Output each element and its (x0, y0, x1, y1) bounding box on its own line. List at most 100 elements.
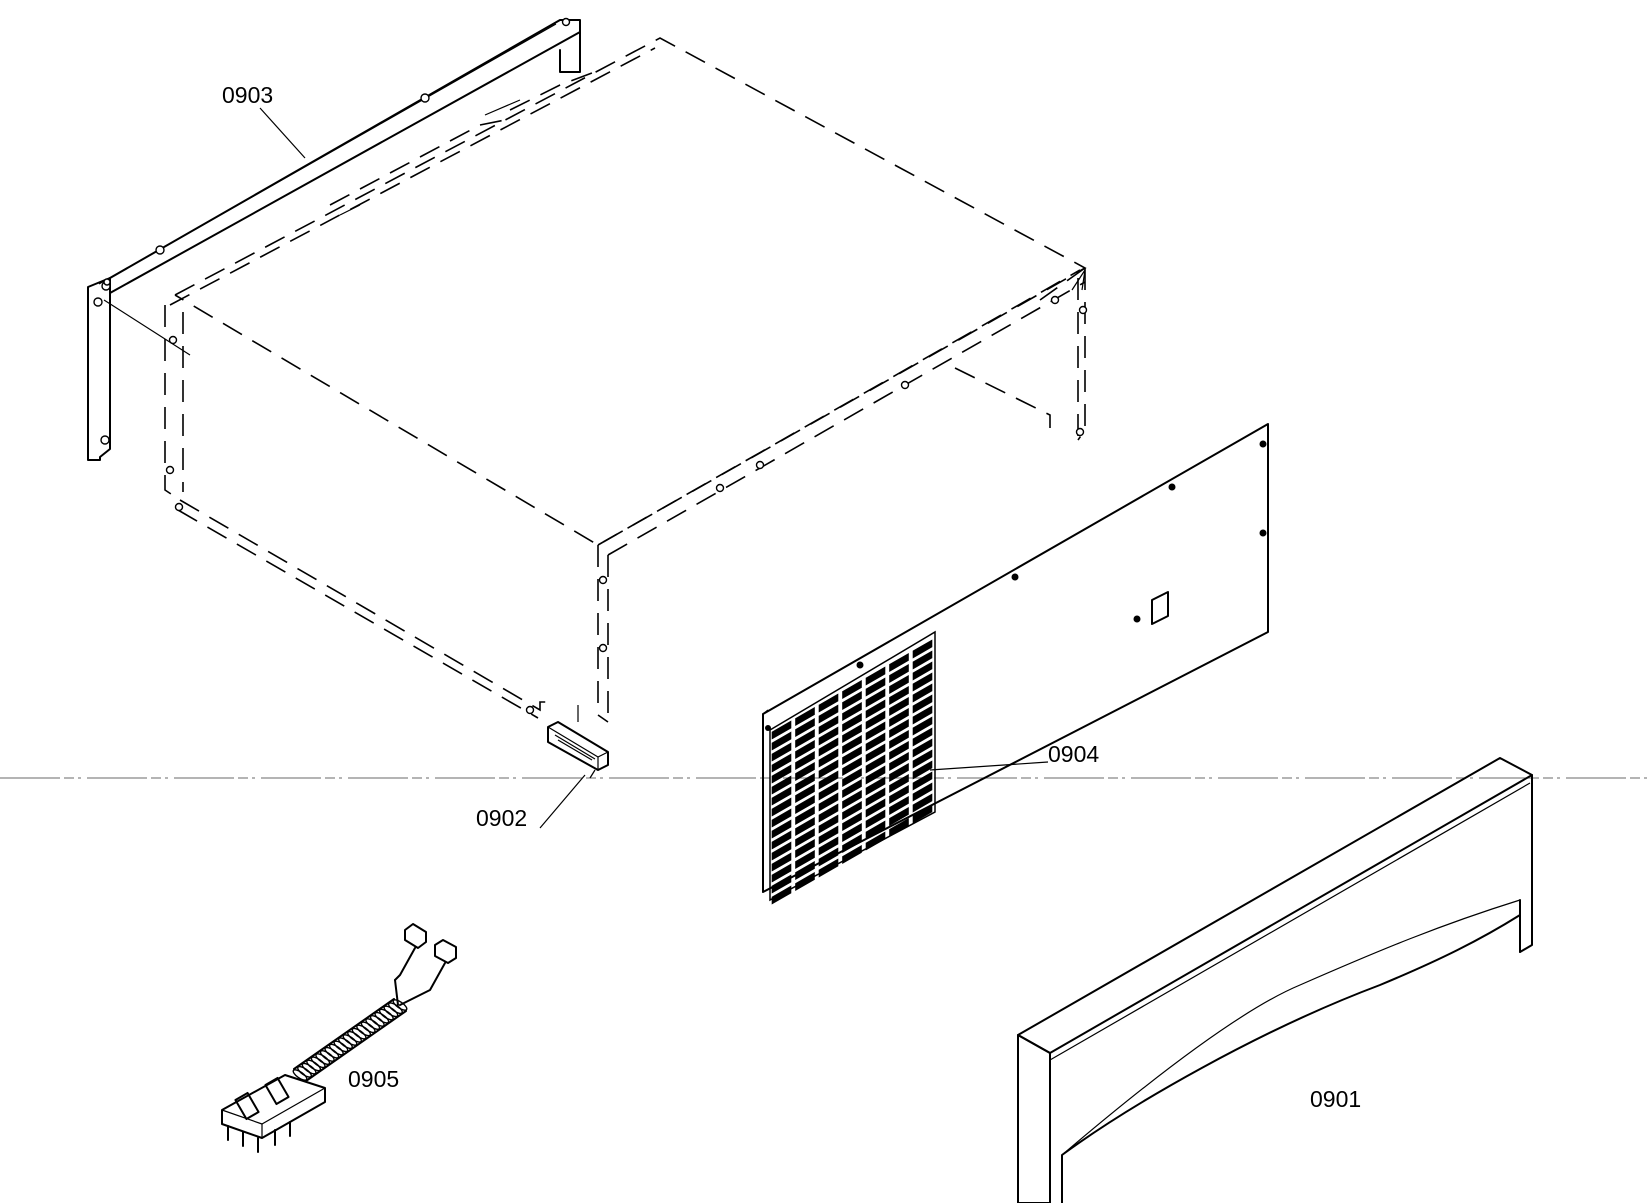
grille-slot (889, 674, 909, 694)
grille-slot (889, 663, 909, 683)
grille-slot (865, 699, 886, 719)
grille-slot (889, 685, 909, 705)
grille-slot (889, 806, 909, 826)
tube-rib (356, 1024, 372, 1037)
grille-slot (795, 784, 815, 804)
grille-slot (912, 661, 933, 681)
grille-slot (865, 787, 886, 807)
grille-slot (771, 852, 792, 872)
grille-slot (842, 812, 862, 831)
grille-slot (912, 793, 933, 813)
grille-slot (912, 782, 933, 802)
grille-slot (865, 820, 886, 840)
grille-slot (795, 740, 815, 760)
grille-slot (912, 705, 933, 725)
grille-slot (818, 847, 839, 867)
grille-slot (795, 773, 815, 793)
tube-rib (306, 1059, 322, 1072)
grille-slot (889, 773, 909, 793)
grille-slot (842, 680, 862, 699)
grille-slot (818, 781, 839, 801)
grille-slot (795, 707, 815, 727)
grille-slot (771, 841, 792, 861)
grille-slot (771, 742, 792, 762)
leader-0903 (259, 107, 306, 159)
tube-rib (292, 1069, 308, 1081)
grille-slot (912, 639, 933, 659)
grille-slot (771, 786, 792, 806)
tube-rib (333, 1040, 349, 1053)
grille-slot (771, 863, 792, 883)
grille-slot (865, 666, 886, 686)
tube-rib (351, 1027, 367, 1040)
grille-slot (912, 694, 933, 714)
grille-slot (889, 696, 909, 716)
grille-slot (818, 737, 839, 757)
grille-slot (795, 795, 815, 815)
grille-slot (912, 683, 933, 703)
grille-slot (842, 790, 862, 809)
part-label-0901: 0901 (1310, 1086, 1361, 1112)
tube-rib (383, 1005, 399, 1018)
tube-rib (324, 1046, 340, 1059)
grille-slot (865, 677, 886, 697)
grille-slot (842, 757, 862, 776)
grille-slot (818, 759, 839, 779)
grille-slot (865, 688, 886, 708)
corrugated-tube (292, 998, 408, 1082)
grille-slot (889, 707, 909, 727)
part-0903-rear-bracket (87, 17, 581, 461)
grille-slot (795, 817, 815, 837)
grille-slot (912, 738, 933, 758)
part-label-0905: 0905 (348, 1066, 399, 1092)
tube-rib (360, 1021, 376, 1034)
grille-slot (912, 749, 933, 769)
grille-slot (842, 801, 862, 820)
cabinet-outline (103, 37, 1088, 723)
grille-slot (771, 830, 792, 850)
grille-slot (842, 735, 862, 754)
tube-rib (301, 1062, 317, 1075)
tube-rib (347, 1030, 363, 1043)
grille-slot (771, 874, 792, 894)
grille-slot (771, 819, 792, 839)
grille-slot (912, 650, 933, 670)
tube-edge (305, 1010, 407, 1082)
tube-rib (387, 1002, 403, 1015)
grille-slot (842, 823, 862, 842)
grille-slot (795, 850, 815, 870)
grille-slot (889, 740, 909, 760)
part-0904-grille-panel (762, 423, 1269, 905)
grille-slot (818, 704, 839, 724)
grille-slot (912, 716, 933, 736)
grille-slot (842, 724, 862, 743)
grille-vents (769, 630, 936, 905)
grille-slot (771, 720, 792, 740)
grille-slot (818, 715, 839, 735)
grille-slot (795, 828, 815, 848)
tube-rib (319, 1050, 335, 1062)
grille-slot (795, 751, 815, 771)
grille-slot (818, 836, 839, 856)
tube-rib (337, 1037, 353, 1050)
grille-slot (818, 726, 839, 746)
grille-slot (889, 718, 909, 738)
grille-slot (889, 784, 909, 804)
grille-slot (889, 729, 909, 749)
grille-slot (818, 748, 839, 768)
grille-slot (771, 731, 792, 751)
part-0901-front-panel (1017, 757, 1533, 1203)
tube-rib (392, 999, 408, 1011)
grille-slot (865, 743, 886, 763)
grille-slot (771, 808, 792, 828)
part-0902-connector (539, 705, 609, 829)
grille-slot (889, 795, 909, 815)
grille-slot (842, 713, 862, 732)
grille-slot (865, 809, 886, 829)
tube-edge (293, 998, 395, 1070)
grille-slot (889, 652, 909, 672)
grille-slot (795, 762, 815, 782)
grille-slot (795, 806, 815, 826)
grille-slot (842, 691, 862, 710)
